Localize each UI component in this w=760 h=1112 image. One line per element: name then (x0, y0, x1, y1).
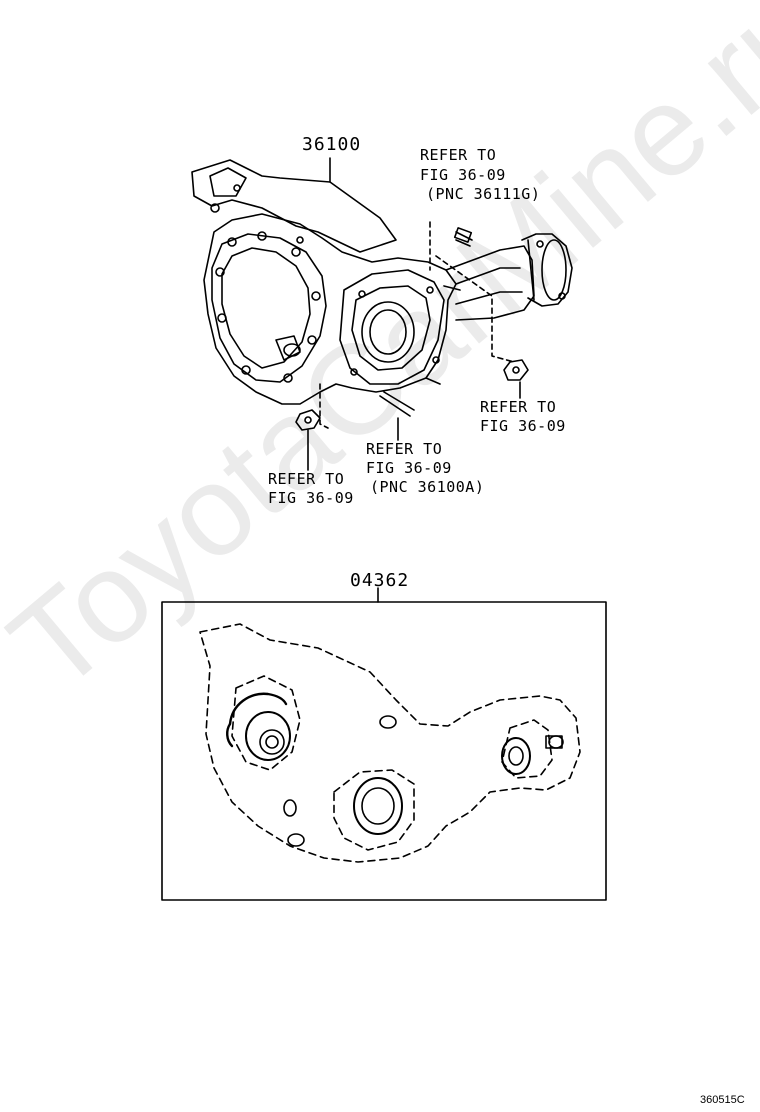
refer-label-center-line1: REFER TO (366, 440, 443, 458)
refer-label-right-line2[interactable]: FIG 36-09 (480, 417, 566, 435)
differential-carrier-assembly-drawing[interactable] (191, 157, 573, 471)
refer-label-left-line1: REFER TO (268, 470, 345, 488)
refer-label-center-line2[interactable]: FIG 36-09 (366, 459, 452, 477)
refer-label-center-line3: (PNC 36100A) (370, 478, 485, 496)
refer-label-left-line2[interactable]: FIG 36-09 (268, 489, 354, 507)
refer-label-right-line1: REFER TO (480, 398, 557, 416)
refer-label-top-line3: (PNC 36111G) (426, 185, 541, 203)
gasket-kit-drawing[interactable] (161, 587, 607, 901)
illustration-code: 360515C (700, 1094, 745, 1106)
part-number-36100[interactable]: 36100 (302, 134, 362, 155)
refer-label-top-line2[interactable]: FIG 36-09 (420, 166, 506, 184)
refer-label-top-line1: REFER TO (420, 146, 497, 164)
part-number-04362[interactable]: 04362 (350, 570, 410, 591)
